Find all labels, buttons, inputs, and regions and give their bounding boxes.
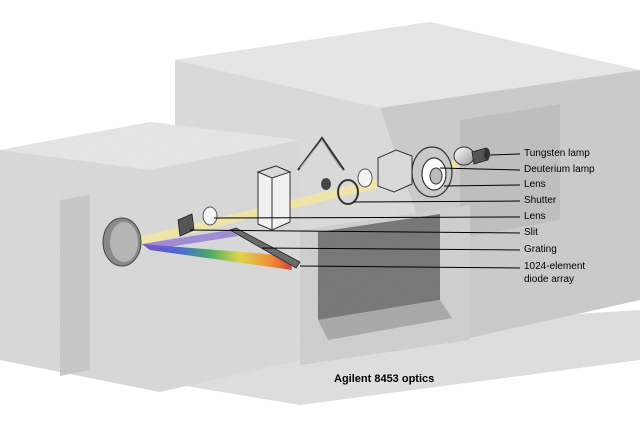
label-diode-array-line2: diode array: [524, 274, 574, 286]
mirror: [103, 218, 141, 266]
lens-rear: [358, 169, 372, 187]
detector-housing: [318, 214, 452, 340]
label-tungsten-lamp: Tungsten lamp: [524, 148, 590, 160]
label-diode-array-line1: 1024-element: [524, 261, 585, 273]
label-shutter: Shutter: [524, 195, 556, 207]
label-lens-front: Lens: [524, 211, 546, 223]
sample-cell: [258, 166, 290, 230]
label-grating: Grating: [524, 244, 557, 256]
label-lens-rear: Lens: [524, 179, 546, 191]
label-deuterium-lamp: Deuterium lamp: [524, 164, 595, 176]
lens-front: [203, 207, 217, 225]
figure-caption: Agilent 8453 optics: [334, 373, 434, 385]
label-slit: Slit: [524, 227, 538, 239]
